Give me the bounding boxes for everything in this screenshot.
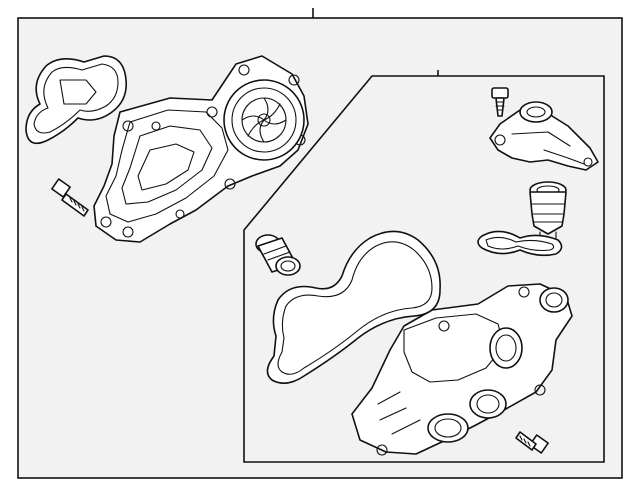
cover-bolt[interactable]	[491, 87, 509, 117]
thermostat[interactable]	[529, 181, 567, 241]
pipe-connector[interactable]	[255, 234, 301, 276]
water-pump-impeller[interactable]	[223, 79, 305, 161]
thermostat-housing-assembly[interactable]	[351, 283, 573, 456]
housing-bolt[interactable]	[515, 431, 549, 454]
pump-housing-gasket[interactable]	[25, 55, 128, 145]
pump-housing-bolt[interactable]	[51, 178, 89, 217]
housing-gasket[interactable]	[266, 230, 441, 384]
thermostat-seal[interactable]	[477, 230, 563, 257]
thermostat-cover[interactable]	[489, 101, 599, 171]
